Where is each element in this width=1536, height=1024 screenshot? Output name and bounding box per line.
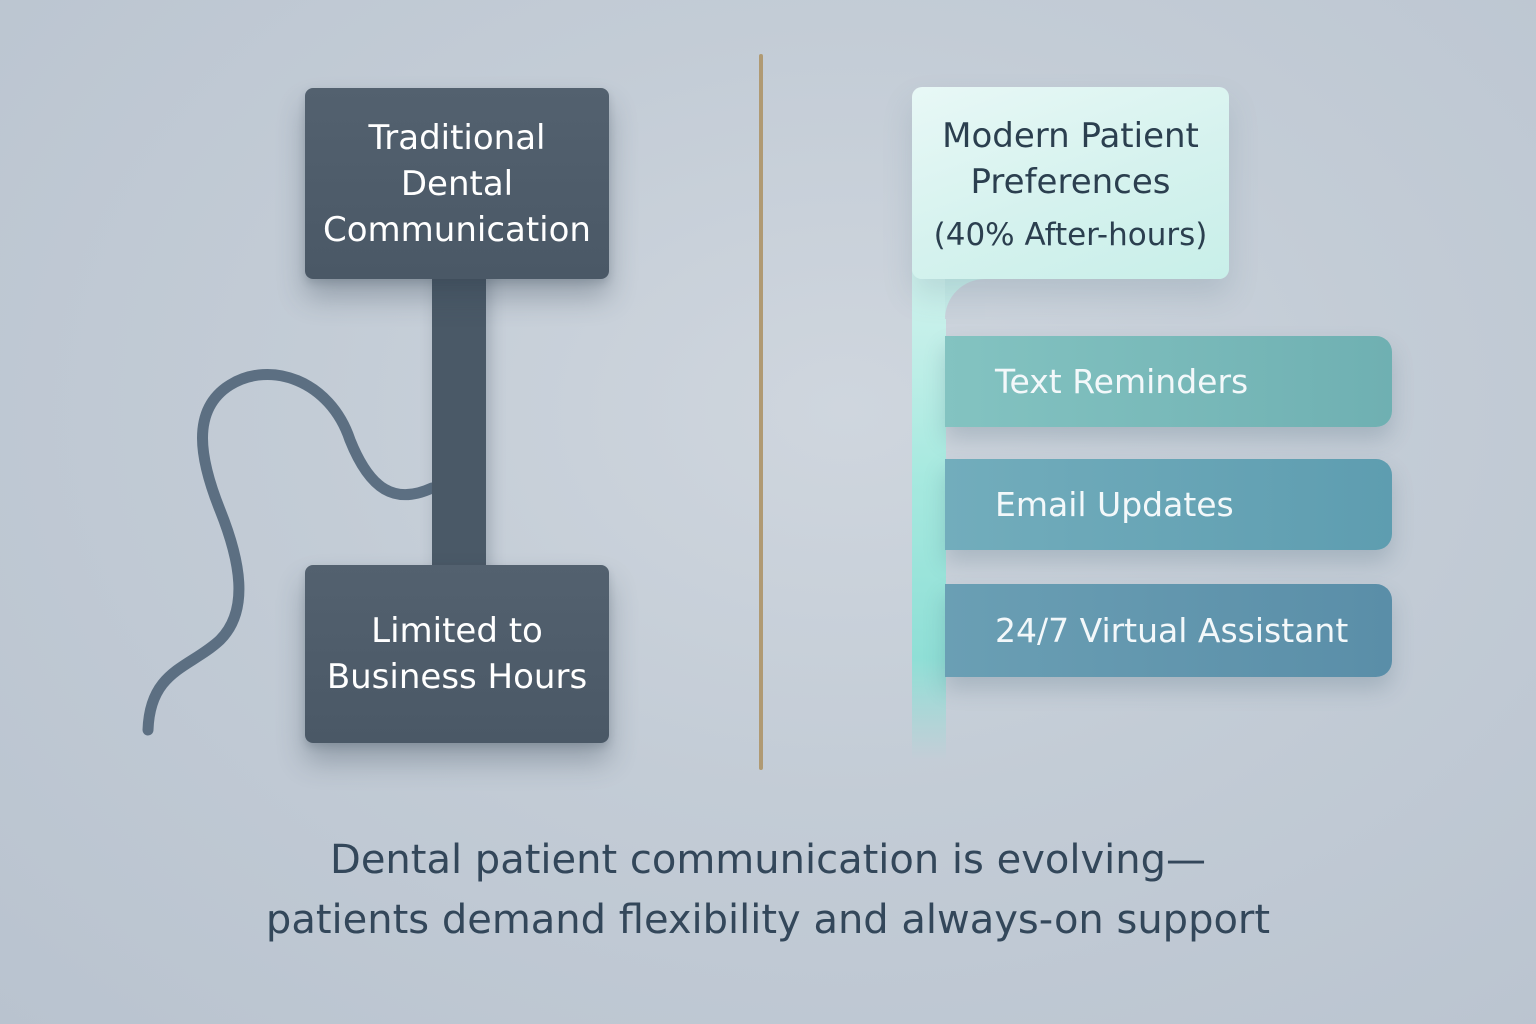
option-virtual-assistant: 24/7 Virtual Assistant <box>945 584 1392 677</box>
business-hours-label: Limited to Business Hours <box>326 611 588 697</box>
option-label: Email Updates <box>995 485 1234 524</box>
connector-stem <box>432 270 486 580</box>
modern-preferences-box: Modern Patient Preferences (40% After-ho… <box>912 87 1229 279</box>
caption-line-2: patients demand flexibility and always-o… <box>265 897 1271 943</box>
option-label: 24/7 Virtual Assistant <box>995 611 1349 650</box>
traditional-communication-box: Traditional Dental Communication <box>305 88 609 279</box>
traditional-communication-label: Traditional Dental Communication <box>323 117 591 250</box>
caption-line-1: Dental patient communication is evolving… <box>330 837 1206 883</box>
option-email-updates: Email Updates <box>945 459 1392 550</box>
after-hours-stat: (40% After-hours) <box>933 217 1208 253</box>
option-label: Text Reminders <box>995 362 1249 401</box>
preferences-spine <box>912 250 946 760</box>
option-text-reminders: Text Reminders <box>945 336 1392 427</box>
divider <box>759 54 763 770</box>
business-hours-box: Limited to Business Hours <box>305 565 609 743</box>
caption: Dental patient communication is evolving… <box>150 830 1386 950</box>
modern-preferences-title: Modern Patient Preferences <box>942 116 1199 202</box>
